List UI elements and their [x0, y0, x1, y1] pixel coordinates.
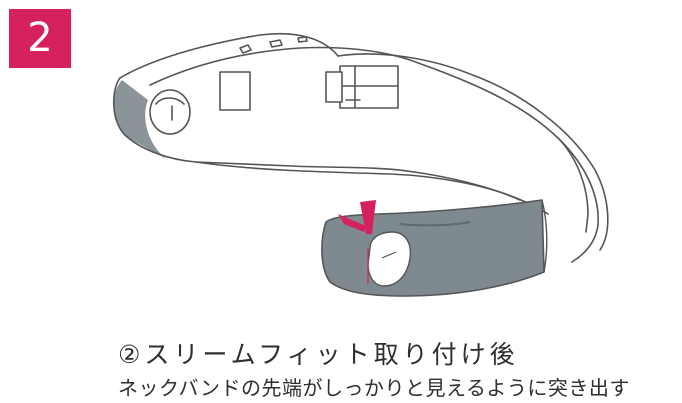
caption-subtitle: ネックバンドの先端がしっかりと見えるように突き出す: [118, 376, 630, 400]
step-number-badge: 2: [9, 9, 71, 68]
caption-title: ②スリームフィット取り付け後: [118, 340, 519, 369]
neckband-illustration: [112, 32, 609, 297]
slimfit-cover-icon: [321, 199, 548, 297]
pointer-marker-icon: [338, 200, 376, 234]
